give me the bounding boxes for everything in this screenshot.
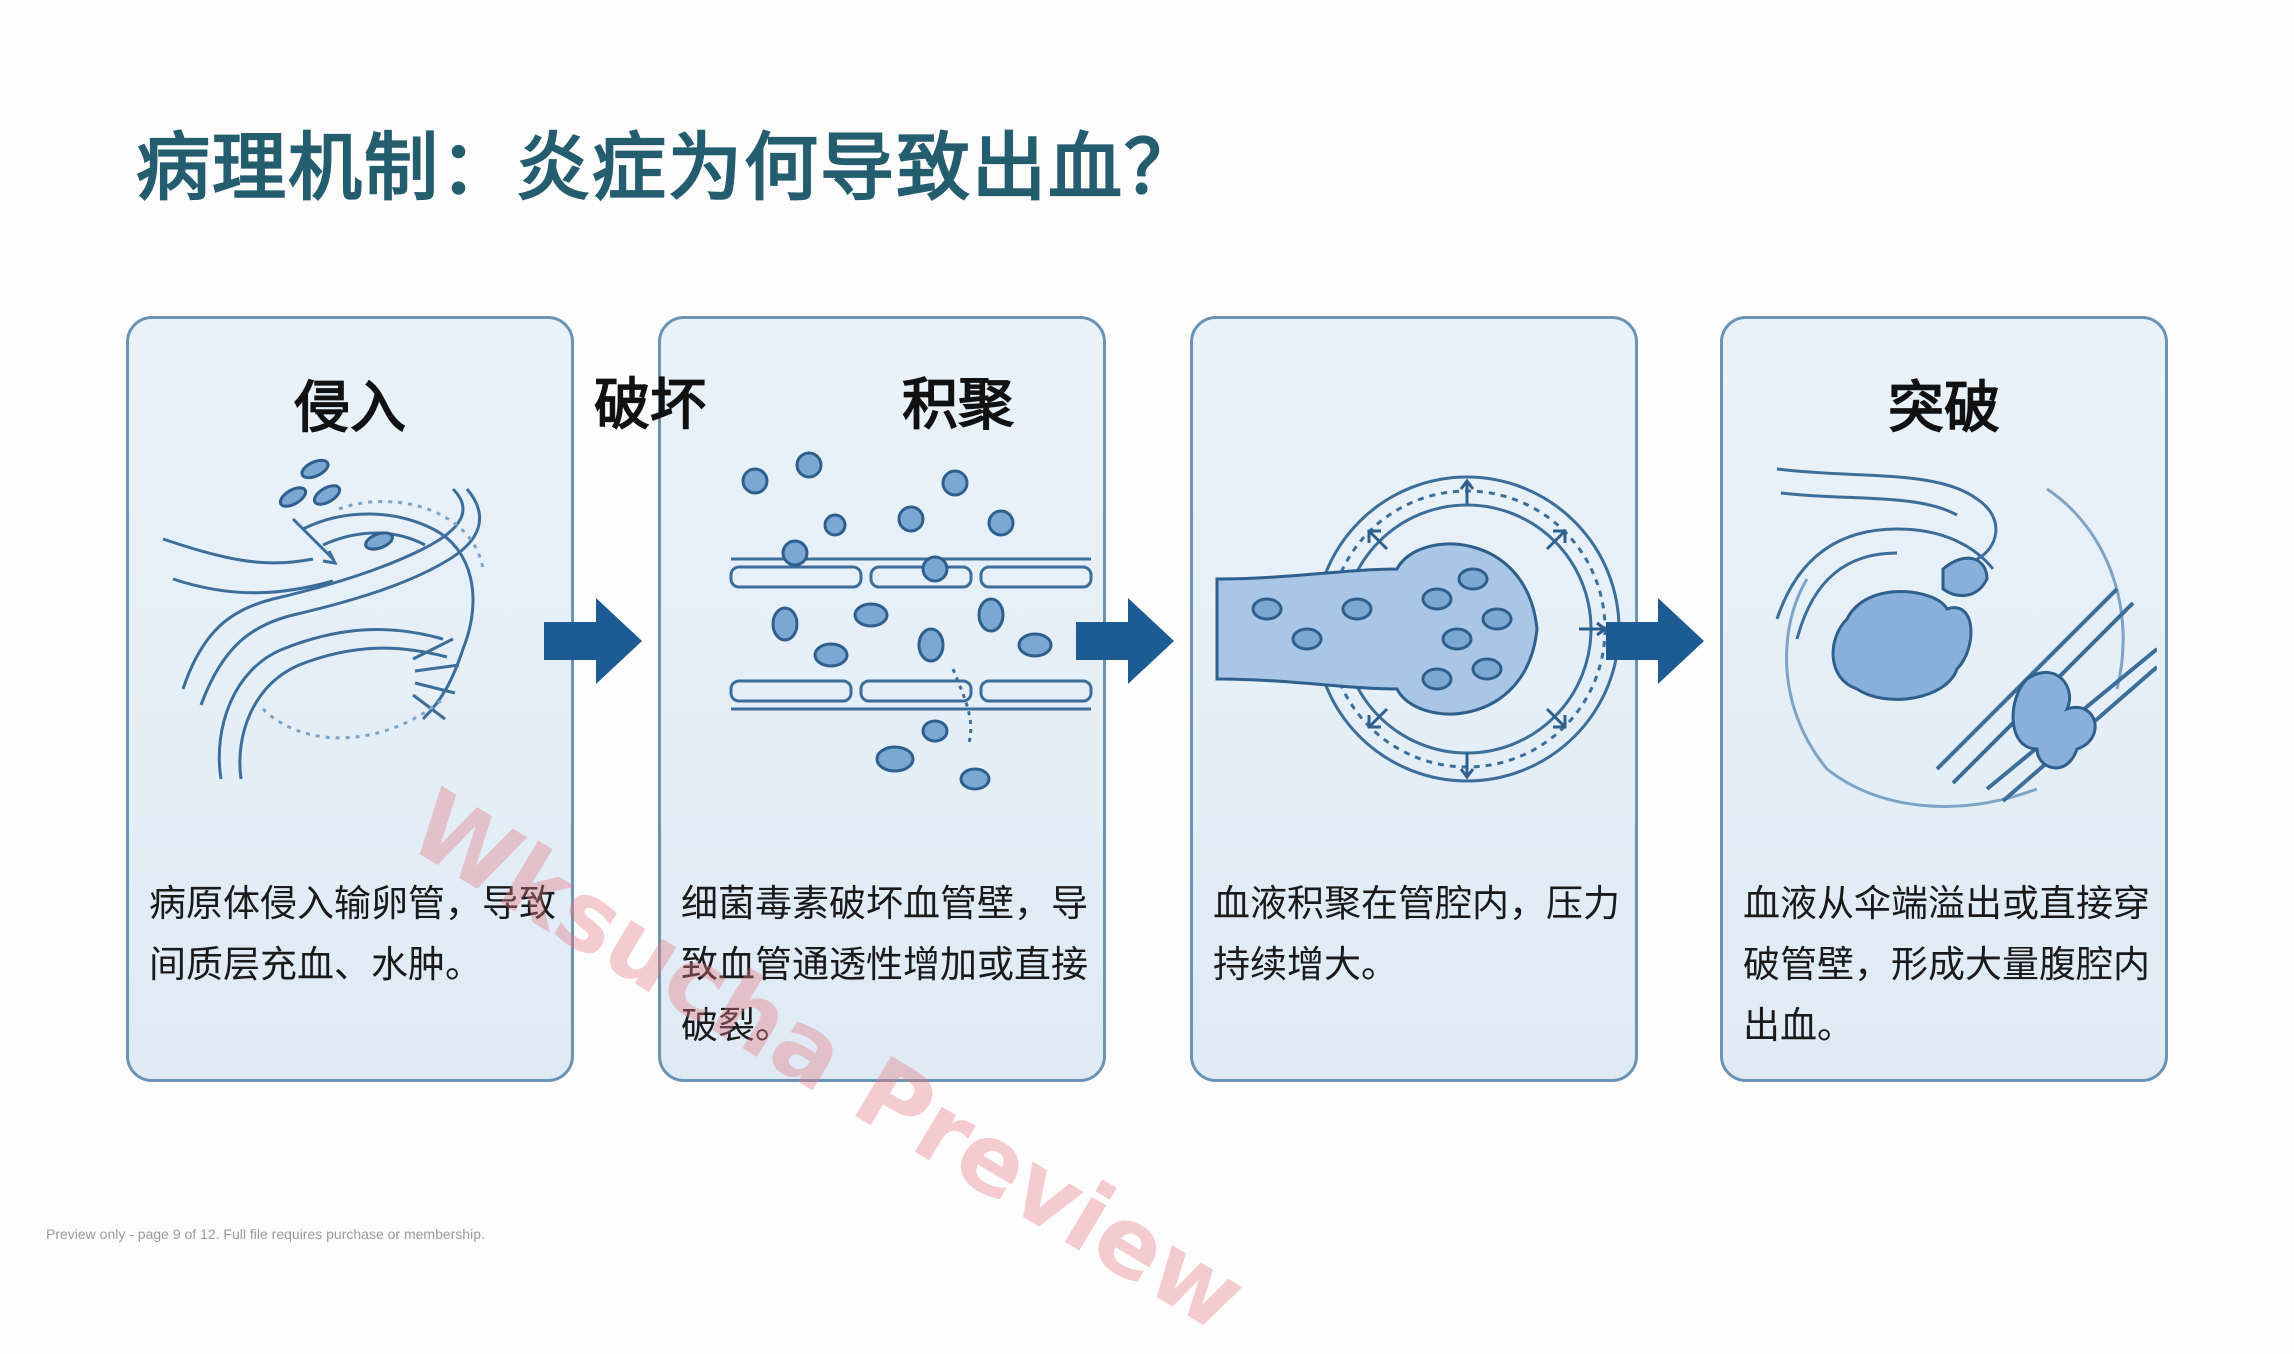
card-damage: 细菌毒素破坏血管壁，导致血管通透性增加或直接破裂。: [658, 316, 1106, 1082]
hemorrhage-breakthrough-illustration: [1775, 467, 2157, 808]
card-description: 血液从伞端溢出或直接穿破管壁，形成大量腹腔内出血。: [1743, 882, 2150, 1047]
arrow-right-icon: [1076, 598, 1174, 684]
card-breakthrough: 突破 血液从伞端溢出或直接穿破管壁，形成大量腹腔内出血。: [1720, 316, 2168, 1082]
fallopian-tube-invasion-illustration: [162, 458, 485, 780]
card-description: 细菌毒素破坏血管壁，导致血管通透性增加或直接破裂。: [681, 882, 1088, 1047]
preview-footer: Preview only - page 9 of 12. Full file r…: [46, 1226, 485, 1242]
card-invasion: 侵入 病原体侵入输卵管，导致间质层充血、水肿。: [126, 316, 574, 1082]
arrow-right-icon: [544, 598, 642, 684]
card-title: 突破: [1888, 376, 2000, 441]
lumen-pressure-illustration: [1215, 475, 1621, 783]
vessel-wall-damage-illustration: [729, 451, 1093, 791]
stage-label-accumulate: 积聚: [902, 373, 1014, 438]
card-description: 血液积聚在管腔内，压力持续增大。: [1213, 882, 1620, 986]
arrow-right-icon: [1606, 598, 1704, 684]
page-title: 病理机制：炎症为何导致出血？: [136, 125, 1200, 211]
card-description: 病原体侵入输卵管，导致间质层充血、水肿。: [149, 882, 556, 986]
card-title: 侵入: [294, 376, 406, 441]
card-accumulate: 血液积聚在管腔内，压力持续增大。: [1190, 316, 1638, 1082]
stage-label-break: 破坏: [594, 373, 706, 438]
